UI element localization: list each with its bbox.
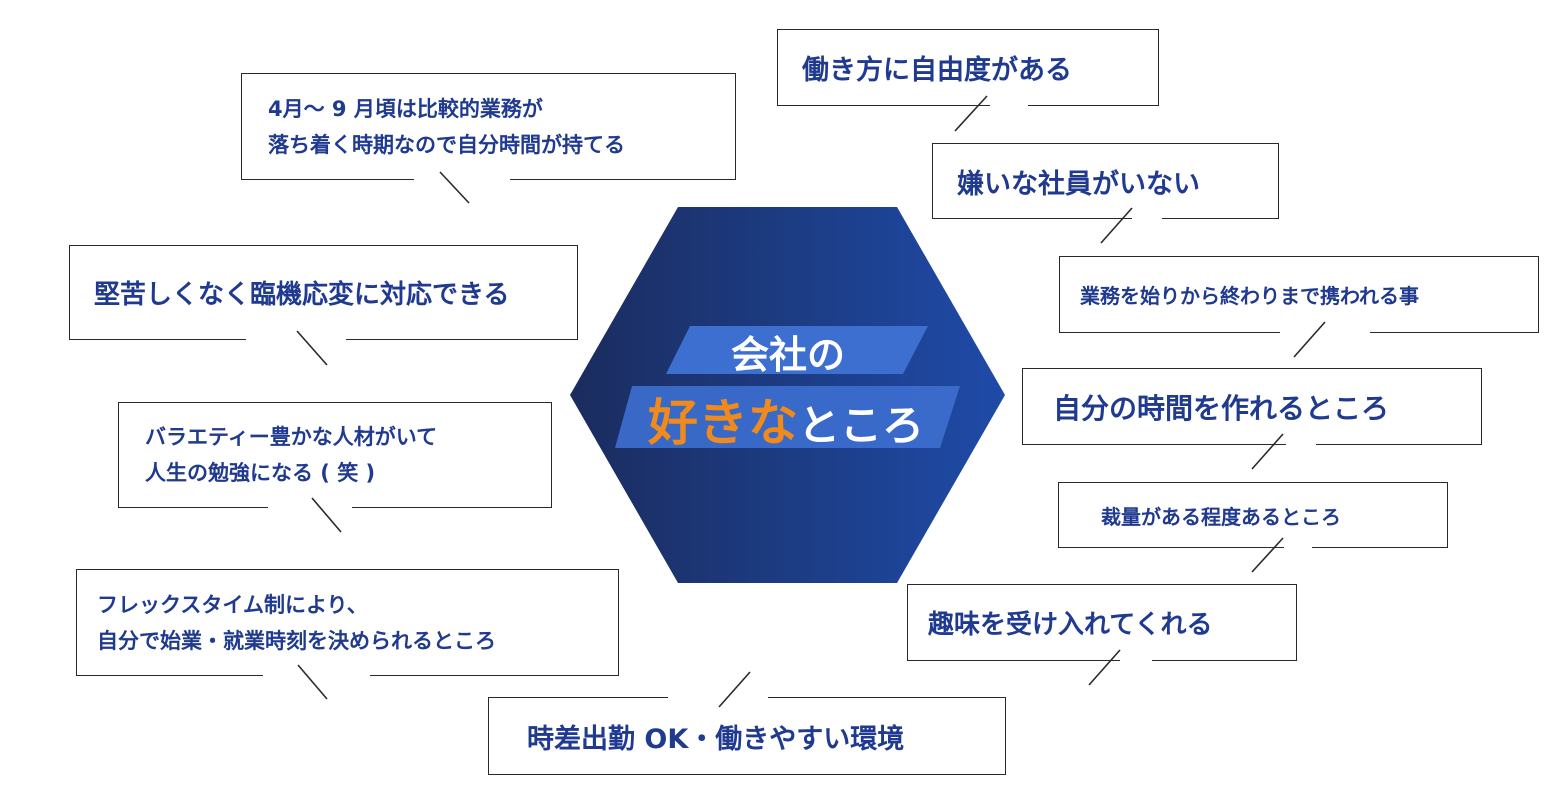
callout-k-line1: 時差出勤 OK・働きやすい環境 [527, 723, 905, 755]
callout-k: 時差出勤 OK・働きやすい環境 [488, 697, 1006, 775]
callout-j: 趣味を受け入れてくれる [907, 584, 1297, 661]
callout-a: 働き方に自由度がある [777, 29, 1159, 106]
center-line1: 会社の [731, 333, 845, 377]
callout-i-line2: 自分で始業・就業時刻を決められるところ [97, 628, 496, 653]
callout-i: フレックスタイム制により、 自分で始業・就業時刻を決められるところ [76, 569, 619, 676]
callout-b-line2: 落ち着く時期なので自分時間が持てる [268, 132, 625, 157]
callout-g-line1: バラエティー豊かな人材がいて [145, 425, 438, 449]
callout-d-line1: 堅苦しくなく臨機応変に対応できる [94, 280, 510, 310]
callout-i-line1: フレックスタイム制により、 [97, 592, 368, 617]
callout-c-line1: 嫌いな社員がいない [957, 168, 1200, 200]
center-line2: 好きなところ [647, 394, 924, 452]
banner-top [666, 326, 928, 374]
center-highlight: 好きな [647, 394, 798, 452]
callout-d: 堅苦しくなく臨機応変に対応できる [69, 245, 578, 340]
callout-b: 4月〜 9 月頃は比較的業務が 落ち着く時期なので自分時間が持てる [241, 73, 736, 180]
callout-h-line1: 裁量がある程度あるところ [1101, 504, 1341, 529]
callout-e: 業務を始りから終わりまで携われる事 [1059, 256, 1539, 333]
callout-h: 裁量がある程度あるところ [1058, 482, 1448, 548]
banner-bottom [615, 386, 960, 448]
callout-f-line1: 自分の時間を作れるところ [1053, 391, 1390, 425]
callout-g-line2: 人生の勉強になる ( 笑 ) [145, 461, 376, 485]
center-rest: ところ [798, 401, 924, 450]
callout-a-line1: 働き方に自由度がある [802, 55, 1072, 86]
callout-g: バラエティー豊かな人材がいて 人生の勉強になる ( 笑 ) [118, 402, 552, 508]
callout-b-line1: 4月〜 9 月頃は比較的業務が [268, 96, 543, 121]
callout-e-line1: 業務を始りから終わりまで携われる事 [1080, 284, 1419, 308]
callout-c: 嫌いな社員がいない [932, 143, 1279, 219]
callout-f: 自分の時間を作れるところ [1022, 368, 1482, 445]
callout-j-line1: 趣味を受け入れてくれる [928, 610, 1213, 640]
